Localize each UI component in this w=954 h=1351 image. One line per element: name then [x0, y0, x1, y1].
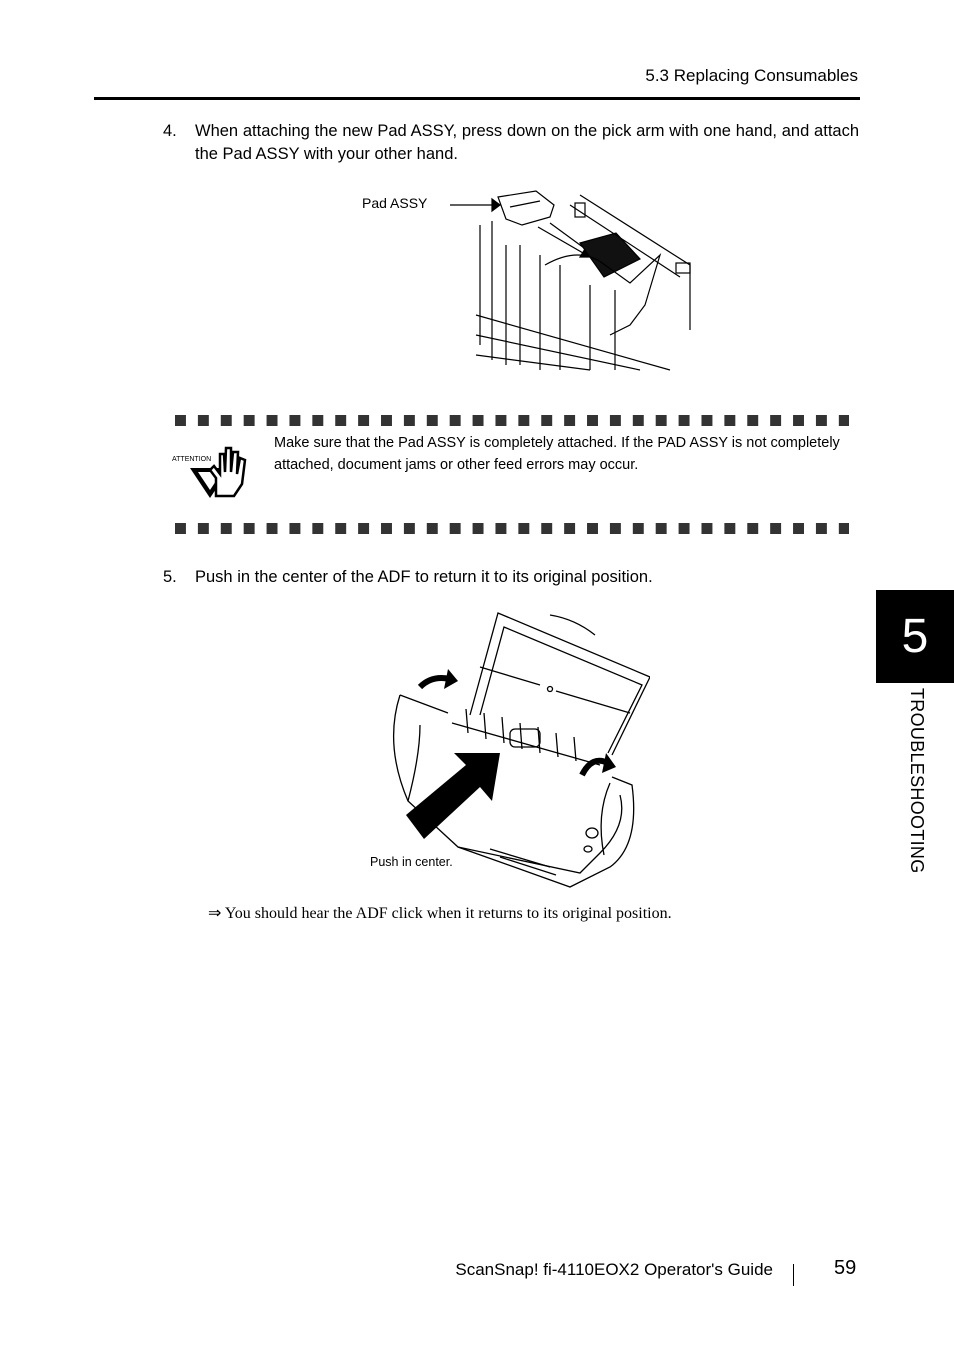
step-5: 5. Push in the center of the ADF to retu…	[0, 566, 954, 591]
footer-separator	[793, 1264, 794, 1286]
chapter-title-vertical: TROUBLESHOOTING	[905, 688, 929, 918]
step-text: When attaching the new Pad ASSY, press d…	[195, 122, 859, 163]
attention-top-border	[175, 415, 849, 426]
push-in-center-label: Push in center.	[370, 855, 453, 869]
step-4: 4. When attaching the new Pad ASSY, pres…	[0, 120, 954, 170]
scanner-illustration	[393, 612, 650, 888]
header-rule	[94, 97, 860, 100]
attention-bottom-border	[175, 523, 849, 534]
attention-hand-icon	[190, 446, 247, 498]
pad-assy-illustration	[450, 190, 691, 371]
attention-icon-label: ATTENTION	[172, 456, 212, 463]
attention-text: Make sure that the Pad ASSY is completel…	[274, 435, 840, 473]
result-text: ⇒ You should hear the ADF click when it …	[208, 905, 672, 922]
step-text: Push in the center of the ADF to return …	[195, 568, 653, 586]
chapter-title: TROUBLESHOOTING	[907, 688, 927, 874]
step-number: 4.	[163, 122, 177, 140]
chapter-number-tab: 5	[876, 590, 954, 683]
footer-guide-title: ScanSnap! fi-4110EOX2 Operator's Guide	[455, 1260, 773, 1279]
pad-assy-label: Pad ASSY	[362, 195, 428, 211]
page-number: 59	[834, 1257, 857, 1279]
section-header: 5.3 Replacing Consumables	[645, 66, 858, 85]
step-number: 5.	[163, 568, 177, 586]
